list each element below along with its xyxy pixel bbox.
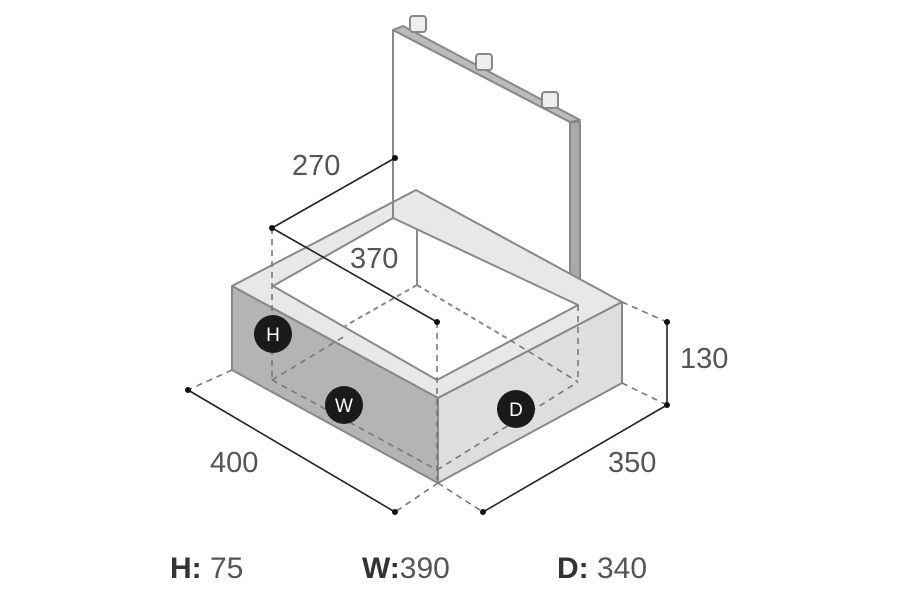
legend-value: 75 bbox=[210, 552, 244, 585]
dim-label-270: 270 bbox=[292, 150, 340, 182]
legend-value: 390 bbox=[399, 552, 450, 585]
box bbox=[231, 189, 623, 484]
hidden-lines bbox=[187, 228, 668, 513]
legend-key: W: bbox=[362, 552, 400, 585]
legend-depth: D: 340 bbox=[557, 552, 647, 586]
dim-label-370: 370 bbox=[350, 243, 398, 275]
dimension-lines bbox=[187, 157, 668, 513]
legend-width: W:390 bbox=[362, 552, 450, 586]
legend-height: H: 75 bbox=[170, 552, 243, 586]
badge-d: D bbox=[497, 390, 535, 428]
svg-text:W: W bbox=[335, 396, 353, 417]
badge-w: W bbox=[325, 386, 363, 424]
dim-label-130: 130 bbox=[680, 343, 728, 375]
legend-value: 340 bbox=[597, 552, 648, 585]
badge-h: H bbox=[254, 315, 292, 353]
dim-label-350: 350 bbox=[608, 447, 656, 479]
svg-text:D: D bbox=[509, 400, 523, 421]
legend-key: D: bbox=[557, 552, 589, 585]
legend-key: H: bbox=[170, 552, 202, 585]
lid-knob bbox=[409, 15, 559, 109]
svg-text:H: H bbox=[266, 325, 280, 346]
dim-label-400: 400 bbox=[210, 447, 258, 479]
dimension-endpoints bbox=[185, 155, 670, 515]
